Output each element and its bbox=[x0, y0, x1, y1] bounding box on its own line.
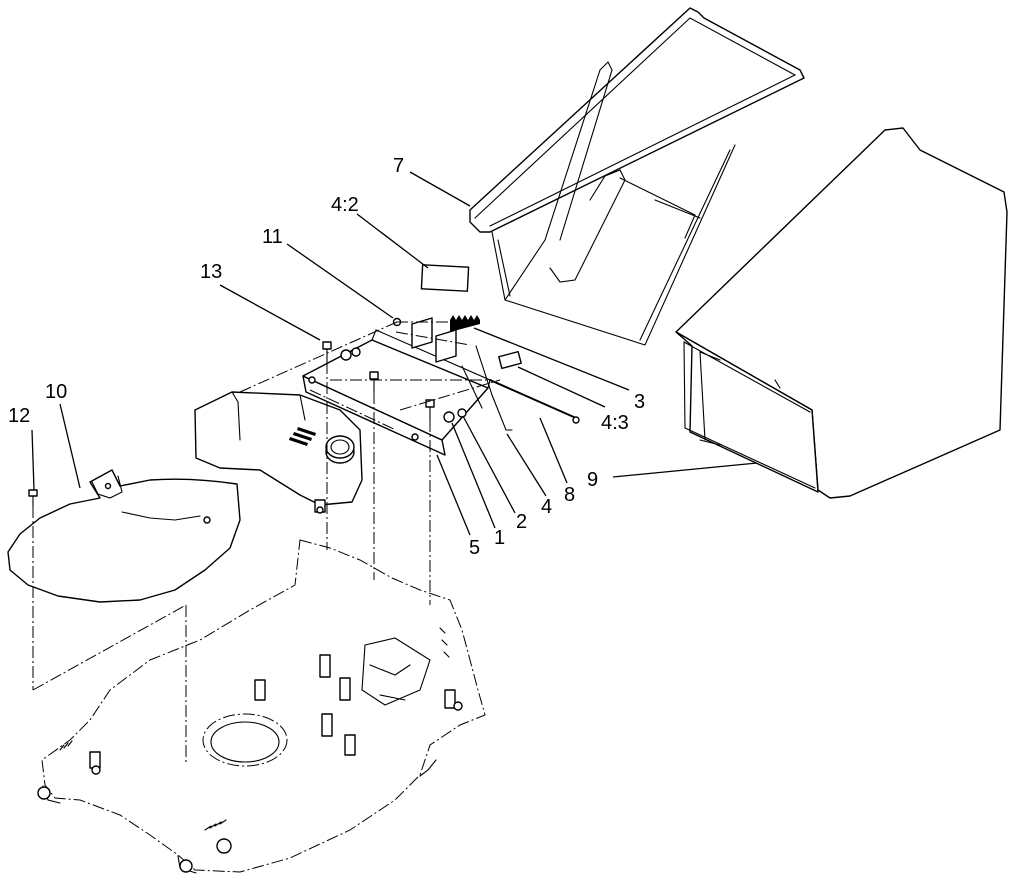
callout-5: 5 bbox=[469, 537, 480, 559]
decal-4-3 bbox=[498, 350, 522, 370]
deck-mount-bosses bbox=[89, 654, 456, 769]
callout-8: 8 bbox=[564, 484, 575, 506]
callout-4-3: 4:3 bbox=[601, 412, 629, 434]
callout-13: 13 bbox=[200, 261, 222, 283]
decal-4-2 bbox=[420, 264, 470, 292]
callout-1: 1 bbox=[494, 527, 505, 549]
callout-4: 4 bbox=[541, 496, 552, 518]
latch-plate bbox=[461, 345, 513, 431]
callout-labels: 7 4:2 11 13 10 12 3 4:3 9 8 4 2 1 5 bbox=[8, 155, 645, 559]
spring bbox=[450, 315, 480, 332]
washers bbox=[340, 347, 467, 423]
filler-neck bbox=[325, 435, 355, 464]
mulch-plug-body bbox=[194, 391, 363, 514]
leader-lines bbox=[31, 171, 758, 536]
rod bbox=[489, 379, 580, 424]
callout-11: 11 bbox=[262, 226, 283, 248]
callout-9: 9 bbox=[587, 469, 598, 491]
deflector bbox=[7, 469, 241, 603]
screw-12 bbox=[28, 489, 38, 507]
center-lines bbox=[32, 321, 501, 762]
callout-2: 2 bbox=[516, 511, 527, 533]
callout-3: 3 bbox=[634, 391, 645, 413]
grass-bag bbox=[675, 127, 1008, 499]
callout-7: 7 bbox=[393, 155, 404, 177]
callout-10: 10 bbox=[45, 381, 67, 403]
callout-4-2: 4:2 bbox=[331, 194, 359, 216]
callout-12: 12 bbox=[8, 405, 30, 427]
mower-deck bbox=[37, 539, 486, 874]
bag-frame bbox=[469, 7, 805, 346]
bolts-13 bbox=[322, 341, 435, 421]
